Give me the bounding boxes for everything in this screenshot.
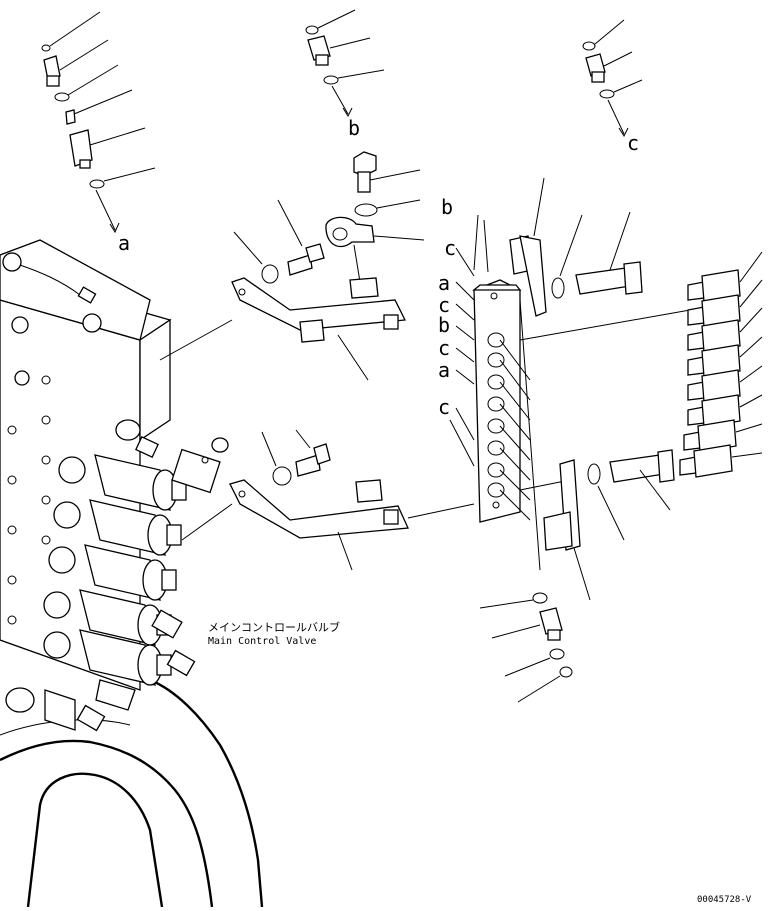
port-label-3: c <box>438 293 450 317</box>
fitting-group-a: a <box>41 11 156 255</box>
port-label-2: a <box>438 271 450 295</box>
fitting-group-c: c <box>582 19 643 155</box>
main-control-valve <box>0 239 264 908</box>
lower-bracket <box>181 429 409 571</box>
connector-label-b-top: b <box>348 116 360 140</box>
port-label-7: c <box>438 395 450 419</box>
valve-label-english: Main Control Valve <box>208 636 316 647</box>
connector-label-a: a <box>118 231 130 255</box>
pressure-manifold: b c a c b c a c <box>407 195 691 571</box>
solenoid-stack <box>43 454 187 686</box>
drawing-code: 00045728-V <box>697 895 752 905</box>
upper-mount-parts <box>509 177 643 317</box>
port-label-6: a <box>438 358 450 382</box>
pressure-sensor-column <box>679 251 763 478</box>
upper-bracket <box>159 199 407 381</box>
bottom-fitting-stack <box>479 592 573 703</box>
clamp-bolt-stack <box>325 151 425 283</box>
fitting-group-b: b <box>305 9 385 140</box>
lower-mount-parts <box>543 449 675 601</box>
port-label-1: c <box>444 236 456 260</box>
port-label-5: c <box>438 336 450 360</box>
connector-label-b-manifold: b <box>441 195 453 219</box>
connector-label-c: c <box>627 131 639 155</box>
manifold-ports <box>487 332 505 498</box>
valve-label-japanese: メインコントロールバルブ <box>208 620 340 634</box>
port-label-4: b <box>438 313 450 337</box>
